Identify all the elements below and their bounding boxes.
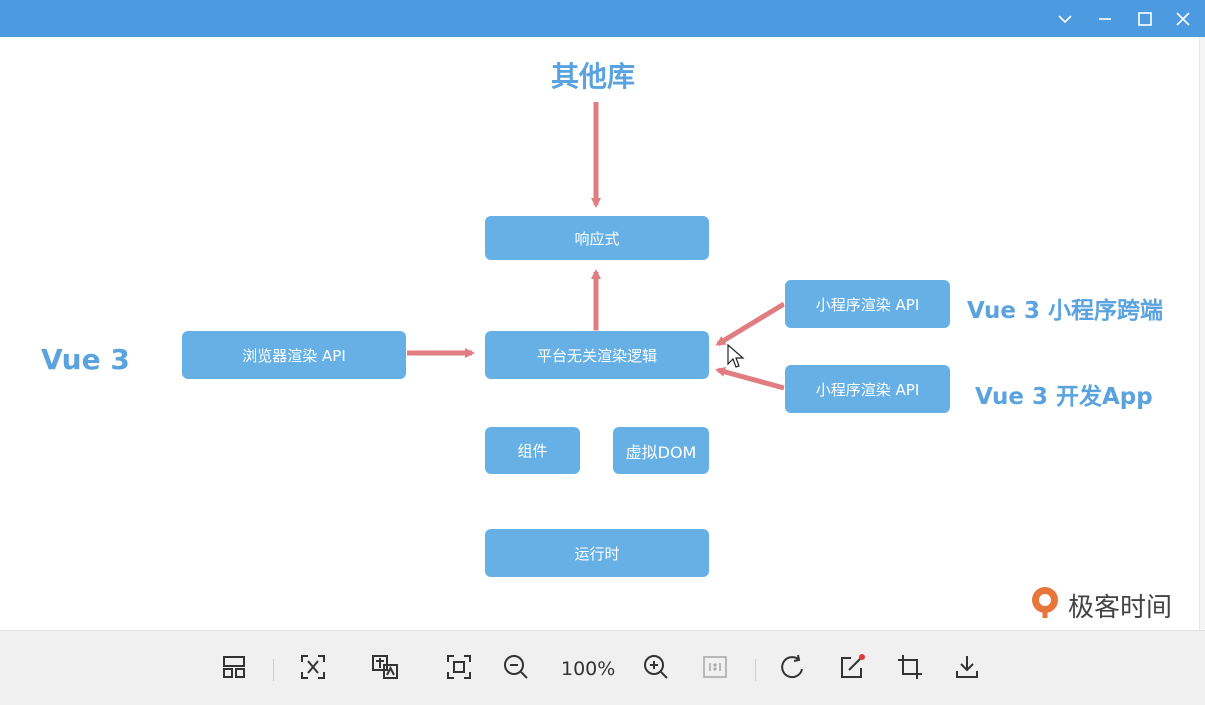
geektime-logo-icon <box>1028 585 1062 619</box>
vue3-miniprogram-label: Vue 3 小程序跨端 <box>967 298 1163 324</box>
arrow-mini2-to-platform <box>715 367 785 391</box>
layout-icon[interactable] <box>216 649 252 685</box>
vue3-app-label: Vue 3 开发App <box>975 384 1153 410</box>
zoom-out-icon[interactable] <box>498 649 534 685</box>
virtual-dom-box: 虚拟DOM <box>613 427 709 474</box>
title-bar <box>0 0 1205 37</box>
vue3-label: Vue 3 <box>41 343 130 376</box>
runtime-box: 运行时 <box>485 529 709 577</box>
ocr-icon[interactable] <box>295 649 331 685</box>
minimize-icon[interactable] <box>1087 0 1123 37</box>
platform-logic-box: 平台无关渲染逻辑 <box>485 331 709 379</box>
scroll-edge <box>1199 37 1205 630</box>
arrow-mini1-to-platform <box>715 301 786 347</box>
fit-screen-icon[interactable] <box>441 649 477 685</box>
zoom-level: 100% <box>561 658 616 680</box>
download-icon[interactable] <box>949 649 985 685</box>
geektime-watermark: 极客时间 <box>1068 593 1173 623</box>
viewer-toolbar: 100% <box>0 630 1205 705</box>
translate-icon[interactable] <box>367 649 403 685</box>
actual-size-icon[interactable] <box>697 649 733 685</box>
diagram-arrows <box>407 102 786 391</box>
toolbar-divider <box>755 659 756 681</box>
browser-render-api-box: 浏览器渲染 API <box>182 331 406 379</box>
rotate-icon[interactable] <box>775 649 811 685</box>
component-box: 组件 <box>485 427 580 474</box>
chevron-down-icon[interactable] <box>1047 0 1083 37</box>
miniprogram-render-api-box-1: 小程序渲染 API <box>785 280 950 328</box>
close-icon[interactable] <box>1165 0 1201 37</box>
miniprogram-render-api-box-2: 小程序渲染 API <box>785 365 950 413</box>
crop-icon[interactable] <box>892 649 928 685</box>
toolbar-divider <box>273 659 274 681</box>
mouse-cursor-icon <box>727 344 745 368</box>
maximize-icon[interactable] <box>1127 0 1163 37</box>
zoom-in-icon[interactable] <box>638 649 674 685</box>
edit-icon[interactable] <box>834 649 870 685</box>
other-libs-label: 其他库 <box>551 60 636 93</box>
reactive-box: 响应式 <box>485 216 709 260</box>
